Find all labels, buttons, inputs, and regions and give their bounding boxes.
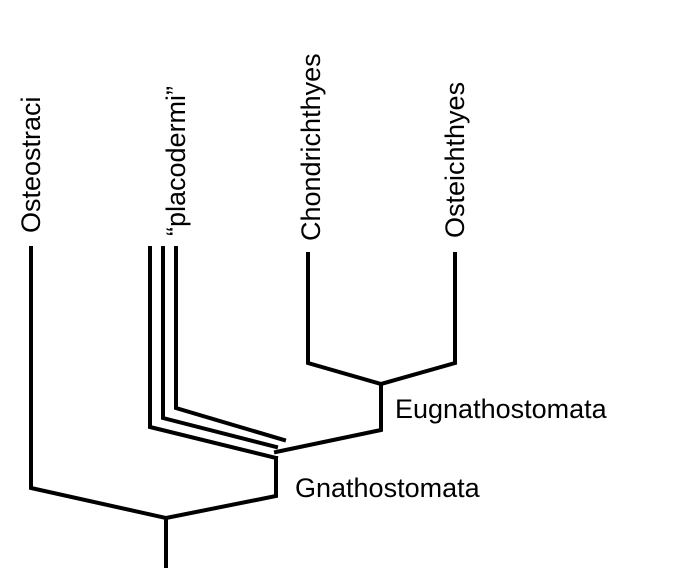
branch-osteichthyes (378, 252, 457, 387)
taxon-label-chondrichthyes: Chondrichthyes (296, 53, 326, 241)
taxon-label-placodermi: “placodermi” (161, 86, 191, 236)
branch-eugnathostomata (273, 382, 383, 455)
branch-gnathostomata (163, 456, 278, 521)
branch-osteostraci (29, 246, 169, 521)
taxon-label-osteostraci: Osteostraci (16, 96, 46, 233)
branch-chondrichthyes (306, 252, 384, 387)
branch-placodermi-3 (174, 246, 287, 443)
node-label-eugnathostomata: Eugnathostomata (395, 394, 608, 424)
branch-placodermi-1 (148, 246, 279, 461)
node-label-gnathostomata: Gnathostomata (295, 473, 481, 503)
taxon-label-osteichthyes: Osteichthyes (440, 82, 470, 238)
branch-placodermi-2 (161, 246, 279, 450)
